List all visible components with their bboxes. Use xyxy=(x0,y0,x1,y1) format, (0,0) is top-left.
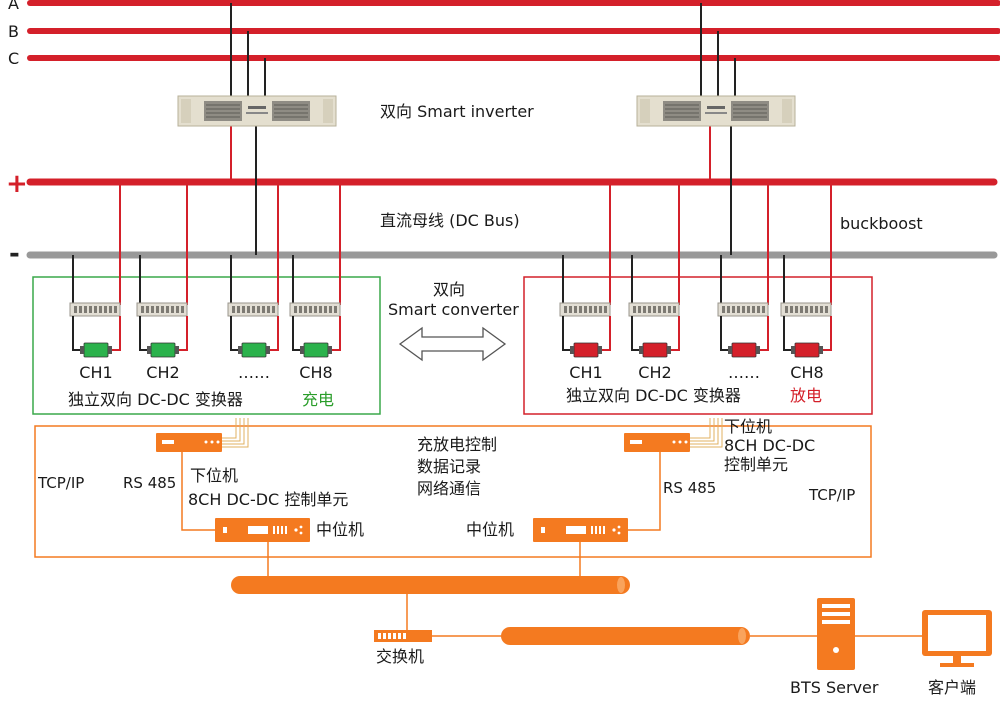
dc-minus-sign: - xyxy=(9,239,20,269)
charge-group-box xyxy=(32,276,381,415)
control-function-1: 充放电控制 xyxy=(417,435,497,454)
switch-label: 交换机 xyxy=(376,647,424,666)
right-comm-wires xyxy=(690,418,723,448)
left-rs485-link xyxy=(181,452,215,531)
buckboost-label: buckboost xyxy=(840,214,923,233)
left-lower-label-1: 下位机 xyxy=(190,466,238,485)
inverter-unit-right xyxy=(636,95,796,127)
battery-icon xyxy=(80,342,112,358)
lower-controller-right xyxy=(624,433,690,452)
dc-dc-module: …… xyxy=(227,182,279,382)
dc-dc-module: CH2 xyxy=(628,182,680,382)
channel-label: CH1 xyxy=(79,363,112,382)
left-inverter-wiring xyxy=(230,3,266,255)
right-rs485-label: RS 485 xyxy=(663,479,716,497)
middle-controller-right xyxy=(533,518,628,542)
left-tcp-label: TCP/IP xyxy=(37,474,84,492)
control-function-2: 数据记录 xyxy=(417,457,481,476)
battery-icon xyxy=(639,342,671,358)
battery-icon xyxy=(300,342,332,358)
dc-dc-module: CH1 xyxy=(69,182,121,382)
bidirectional-arrow-icon xyxy=(398,326,507,362)
fan-grille-icon xyxy=(663,101,701,121)
network-switch-icon xyxy=(374,630,432,642)
fan-grille-icon xyxy=(272,101,310,121)
ac-phase-lines: A B C xyxy=(8,0,1000,68)
left-middle-label: 中位机 xyxy=(316,520,364,539)
channel-label: CH8 xyxy=(790,363,823,382)
right-lower-label-1: 下位机 xyxy=(724,417,772,436)
channel-label: CH2 xyxy=(146,363,179,382)
channel-label: …… xyxy=(728,363,760,382)
converter-label-line1: 双向 xyxy=(433,280,465,299)
charge-group-title: 独立双向 DC-DC 变换器 xyxy=(68,390,243,409)
left-lower-label-2: 8CH DC-DC 控制单元 xyxy=(188,490,348,509)
battery-icon xyxy=(570,342,602,358)
control-box xyxy=(34,425,872,558)
phase-a-label: A xyxy=(8,0,19,13)
network-trunk-lower xyxy=(501,627,750,645)
channel-label: …… xyxy=(238,363,270,382)
server-icon xyxy=(817,598,855,670)
right-lower-label-3: 控制单元 xyxy=(724,455,788,474)
discharge-group-title: 独立双向 DC-DC 变换器 xyxy=(566,386,741,405)
right-inverter-wiring xyxy=(700,3,736,255)
inverter-unit-left xyxy=(177,95,337,127)
right-lower-label-2: 8CH DC-DC xyxy=(724,436,815,455)
dc-plus-sign: + xyxy=(6,169,28,199)
lower-controller-left xyxy=(156,433,222,452)
battery-icon xyxy=(238,342,270,358)
inverter-label: 双向 Smart inverter xyxy=(380,102,534,121)
battery-icon xyxy=(791,342,823,358)
client-label: 客户端 xyxy=(928,678,976,697)
battery-icon xyxy=(147,342,179,358)
dc-bus-label: 直流母线 (DC Bus) xyxy=(380,211,520,230)
channel-label: CH2 xyxy=(638,363,671,382)
converter-modules: CH1 CH2 …… CH8 CH1 CH2 …… CH8 xyxy=(69,182,832,382)
right-middle-label: 中位机 xyxy=(466,520,514,539)
phase-c-label: C xyxy=(8,49,19,68)
phase-b-label: B xyxy=(8,22,19,41)
left-comm-wires xyxy=(222,418,249,448)
fan-grille-icon xyxy=(731,101,769,121)
right-rs485-link xyxy=(628,452,661,531)
left-rs485-label: RS 485 xyxy=(123,474,176,492)
discharge-group-box xyxy=(523,276,873,415)
channel-label: CH8 xyxy=(299,363,332,382)
dc-dc-module: CH1 xyxy=(559,182,611,382)
network-trunk-upper xyxy=(231,576,630,594)
dc-dc-module: …… xyxy=(717,182,769,382)
battery-icon xyxy=(728,342,760,358)
charge-mode-label: 充电 xyxy=(302,390,334,409)
dc-dc-module: CH2 xyxy=(136,182,188,382)
monitor-icon xyxy=(922,610,992,667)
discharge-mode-label: 放电 xyxy=(790,386,822,405)
dc-dc-module: CH8 xyxy=(289,182,341,382)
middle-controller-left xyxy=(215,518,310,542)
right-tcp-label: TCP/IP xyxy=(808,486,855,504)
fan-grille-icon xyxy=(204,101,242,121)
dc-bus: + - 直流母线 (DC Bus) buckboost xyxy=(6,169,998,269)
channel-label: CH1 xyxy=(569,363,602,382)
control-function-3: 网络通信 xyxy=(417,479,481,498)
server-label: BTS Server xyxy=(790,678,879,697)
dc-dc-module: CH8 xyxy=(780,182,832,382)
converter-label-line2: Smart converter xyxy=(388,300,519,319)
